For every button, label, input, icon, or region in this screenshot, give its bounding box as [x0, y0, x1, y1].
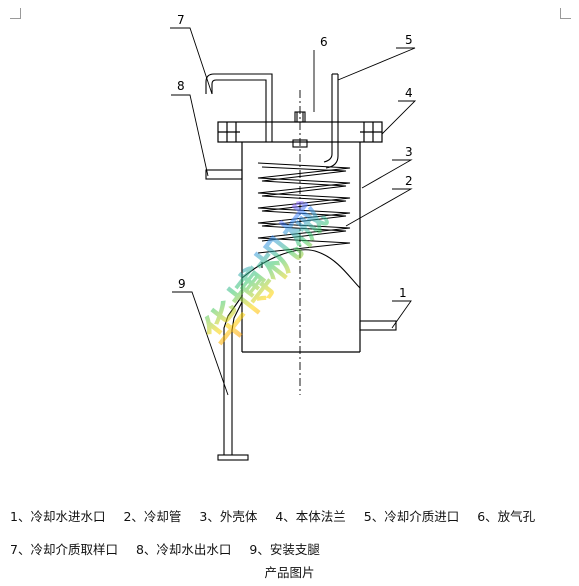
callout-9: 9 [178, 277, 186, 291]
legend-item: 7、冷却介质取样口 [10, 542, 118, 557]
callout-6: 6 [320, 35, 328, 49]
callout-leaders [170, 27, 417, 396]
callout-8: 8 [177, 79, 185, 93]
cooling-coil [257, 162, 351, 268]
sampling-pipe [205, 73, 273, 142]
callout-7: 7 [177, 13, 185, 27]
callout-5: 5 [405, 33, 413, 47]
legend-item: 9、安装支腿 [249, 542, 320, 557]
legend-item: 2、冷却管 [123, 509, 182, 524]
support-leg [217, 295, 249, 461]
section-cut [241, 249, 361, 289]
corner-mark-top-left [10, 8, 21, 19]
component-legend: 1、冷却水进水口 2、冷却管 3、外壳体 4、本体法兰 5、冷却介质进口 6、放… [10, 500, 572, 566]
legend-item: 5、冷却介质进口 [363, 509, 460, 524]
water-inlet-nozzle [359, 320, 397, 331]
callout-1: 1 [399, 286, 407, 300]
callout-2: 2 [405, 174, 413, 188]
vent-plug [292, 111, 308, 148]
legend-item: 6、放气孔 [477, 509, 536, 524]
water-outlet-nozzle [205, 169, 243, 180]
legend-item: 8、冷却水出水口 [135, 542, 232, 557]
watermark-text: 华博机械 [194, 194, 336, 357]
callout-labels: 7 6 5 8 4 3 2 1 9 [177, 13, 413, 300]
callout-3: 3 [405, 145, 413, 159]
figure-caption: 产品图片 [264, 565, 315, 580]
inlet-pipe [323, 73, 339, 169]
legend-item: 3、外壳体 [199, 509, 258, 524]
legend-item: 4、本体法兰 [275, 509, 346, 524]
legend-item: 1、冷却水进水口 [10, 509, 106, 524]
callout-4: 4 [405, 86, 413, 100]
corner-mark-top-right [560, 8, 571, 19]
